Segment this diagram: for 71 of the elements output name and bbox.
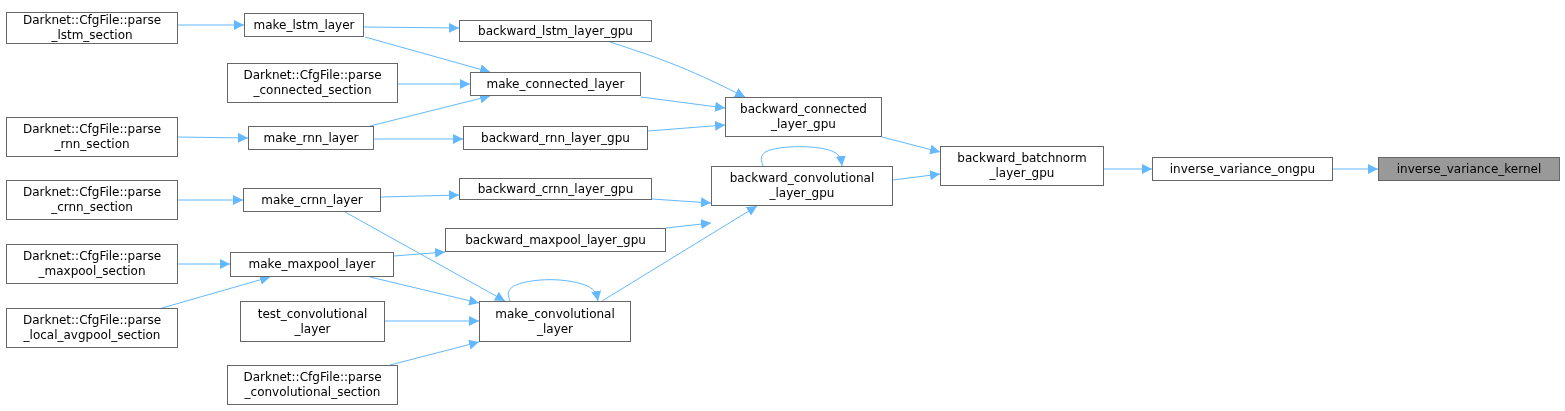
function-name: Darknet::CfgFile::parse _convolutional_section [242,370,383,400]
function-box [6,117,178,157]
function-name: backward_connected _layer_gpu [739,102,868,132]
function-name: backward_crnn_layer_gpu [477,181,634,197]
function-name: Darknet::CfgFile::parse _maxpool_section [21,249,163,279]
function-box [470,72,641,96]
arrow [881,136,941,155]
function-name: make_rnn_layer [263,130,359,146]
arrow [177,132,249,143]
function-name: backward_batchnorm _layer_gpu [956,151,1088,181]
function-box [940,146,1104,186]
function-name: backward_convolutional _layer_gpu [728,171,876,201]
function-box [725,97,882,137]
function-box [240,301,385,342]
function-box [445,228,666,252]
function-box [227,63,398,103]
arrow [609,41,746,98]
function-box [248,126,374,150]
function-name: make_crnn_layer [261,192,363,208]
function-box [243,188,381,212]
function-name: Darknet::CfgFile::parse _rnn_section [21,122,163,152]
arrow [892,170,941,181]
arrow [640,96,726,112]
function-box [1152,157,1333,181]
arrow [651,197,712,208]
arrow [507,279,602,302]
function-name: make_maxpool_layer [248,257,376,272]
function-box [711,166,893,206]
arrow [389,339,480,366]
function-name: inverse_variance_ongpu [1169,161,1316,177]
arrow [647,120,726,132]
arrow [601,205,758,302]
function-box [230,252,394,277]
function-box [244,13,364,37]
function-box [1378,157,1560,181]
function-box [6,12,178,44]
function-name: inverse_variance_kernel [1396,161,1542,177]
function-name: backward_rnn_layer_gpu [481,130,630,146]
function-box [459,178,652,200]
function-name: Darknet::CfgFile::parse _lstm_section [21,13,163,43]
arrow [177,259,231,269]
function-name: Darknet::CfgFile::parse _connected_section [242,68,383,98]
function-box [227,365,398,405]
function-name: Darknet::CfgFile::parse _crnn_section [21,185,163,215]
arrow [1103,164,1153,174]
arrow [363,22,460,33]
arrow [397,79,471,89]
function-box [6,308,178,348]
arrow [177,20,245,30]
function-box [479,301,631,342]
arrow [665,219,712,230]
function-name: make_connected_layer [486,76,625,92]
arrow [177,195,244,205]
arrow [380,190,460,201]
arrow [369,276,480,306]
function-name: backward_maxpool_layer_gpu [465,232,646,248]
arrow [760,146,846,167]
function-name: backward_lstm_layer_gpu [478,23,633,39]
function-box [6,180,178,220]
arrow [373,134,464,144]
function-name: make_convolutional _layer [494,306,616,337]
function-name: Darknet::CfgFile::parse _local_avgpool_section [21,313,163,343]
function-box [463,126,648,150]
arrow [384,316,480,326]
function-box [459,20,652,42]
arrow [393,247,446,258]
function-name: make_lstm_layer [253,17,355,33]
arrow [1332,164,1379,174]
function-box [6,244,178,284]
function-name: test_convolutional _layer [256,306,369,337]
arrow [344,211,506,302]
